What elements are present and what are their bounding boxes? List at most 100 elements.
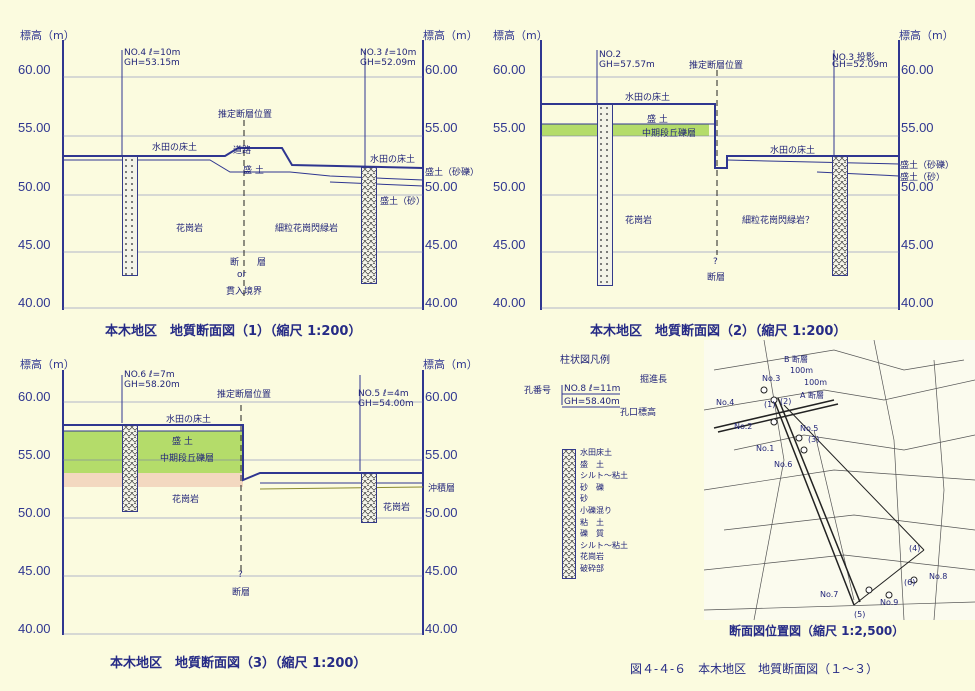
bh-no5-line1: NO.5 ℓ=4m <box>358 389 409 399</box>
location-map: No.3 No.4 No.2 No.1 No.5 No.6 No.7 No.8 … <box>704 340 975 640</box>
figure-caption: 図４-４-６ 本木地区 地質断面図（１～３） <box>630 662 879 676</box>
legend: 柱状図凡例 掘進長 孔番号 NO.8 ℓ=11m GH=58.40m 孔口標高 … <box>520 345 700 595</box>
paddy-left: 水田の床土 <box>152 143 198 153</box>
legend-frame <box>561 385 620 408</box>
legend-hole-no: 孔番号 <box>524 386 552 396</box>
section-2-frame <box>540 40 900 310</box>
tick-40-2: 40.00 <box>493 295 526 310</box>
legend-length: 掘進長 <box>640 375 668 385</box>
granite-left-3: 花崗岩 <box>172 495 200 505</box>
gravel-2: 中期段丘礫層 <box>642 129 697 139</box>
fault-position: 推定断層位置 <box>218 110 273 120</box>
bh-no3p-line2: GH=52.09m <box>832 60 888 70</box>
fault-label: 断 層 <box>230 258 267 268</box>
legend-item: シルト～粘土 <box>580 471 628 481</box>
tick-40-2r: 40.00 <box>901 295 934 310</box>
paddy-right: 水田の床土 <box>370 155 416 165</box>
tick-50-r: 50.00 <box>425 179 458 194</box>
legend-item: 粘 土 <box>580 517 604 527</box>
bh-no3-line1: NO.3 ℓ=10m <box>360 48 417 58</box>
tick-40-r: 40.00 <box>425 295 458 310</box>
tick-40-3: 40.00 <box>18 621 51 636</box>
map-graphic <box>704 340 975 621</box>
fill-sand-2: 盛土（砂） <box>900 173 946 183</box>
legend-collar: 孔口標高 <box>620 408 657 418</box>
borehole-no4 <box>122 156 138 276</box>
tick-50-3r: 50.00 <box>425 505 458 520</box>
borehole-no6 <box>122 425 138 512</box>
borehole-no5 <box>361 473 377 523</box>
granite-right-3: 花崗岩 <box>383 503 411 513</box>
fill-left-2: 盛 土 <box>647 115 668 125</box>
bh-no3p-line1: NO.3 投影 <box>832 53 875 63</box>
map-scale-1: 100m <box>790 366 814 375</box>
legend-item: 砂 <box>580 494 588 504</box>
fill: 盛 土 <box>243 166 264 176</box>
axis-header-right: 標高（m） <box>423 29 478 42</box>
map-no8: No.8 <box>929 572 948 581</box>
section-1-caption: 本木地区 地質断面図（1）（縮尺 1:200） <box>105 324 362 339</box>
fault-3: 断層 <box>232 588 251 598</box>
axis-header-right-3: 標高（m） <box>423 358 478 371</box>
map-no6: No.6 <box>774 460 793 469</box>
map-caption: 断面図位置図（縮尺 1:2,500） <box>729 624 905 638</box>
map-no2: No.2 <box>734 422 753 431</box>
bh-no3-line2: GH=52.09m <box>360 58 416 68</box>
tick-45-r: 45.00 <box>425 237 458 252</box>
legend-column <box>562 449 576 579</box>
fault-position-2: 推定断層位置 <box>689 61 744 71</box>
tick-55: 55.00 <box>18 120 51 135</box>
tick-60-3r: 60.00 <box>425 389 458 404</box>
fill-gravel: 盛土（砂礫） <box>425 168 480 178</box>
map-no5: No.5 <box>800 424 819 433</box>
map-scale-2: 100m <box>804 378 828 387</box>
axis-header-left: 標高（m） <box>20 29 75 42</box>
legend-sample-2: GH=58.40m <box>564 397 620 407</box>
granite: 花崗岩 <box>176 224 204 234</box>
map-fault-a: A 断層 <box>800 391 825 400</box>
legend-item: 盛 土 <box>580 459 604 469</box>
bh-no6-line1: NO.6 ℓ=7m <box>124 370 175 380</box>
tick-55-r: 55.00 <box>425 120 458 135</box>
borehole-no2 <box>597 104 613 286</box>
axis-header-right-2: 標高（m） <box>899 29 954 42</box>
tick-60-2r: 60.00 <box>901 62 934 77</box>
tick-50: 50.00 <box>18 179 51 194</box>
map-no3: No.3 <box>762 374 781 383</box>
bh-no6-line2: GH=58.20m <box>124 380 180 390</box>
fine-granite-2: 細粒花崗閃緑岩？ <box>742 216 815 226</box>
or-label: or <box>237 270 247 280</box>
fault-position-3: 推定断層位置 <box>217 390 272 400</box>
tick-55-3: 55.00 <box>18 447 51 462</box>
tick-55-2r: 55.00 <box>901 120 934 135</box>
borehole-no3 <box>361 167 377 284</box>
legend-title: 柱状図凡例 <box>560 355 610 366</box>
bh-no5-line2: GH=54.00m <box>358 399 414 409</box>
legend-item: 砂 礫 <box>580 482 604 492</box>
fault-2: 断層 <box>707 273 726 283</box>
section-1: 標高（m） 標高（m） 60.00 55.00 50.00 45.00 40.0… <box>0 0 480 345</box>
fill-3: 盛 土 <box>172 437 193 447</box>
section-2: 標高（m） 標高（m） 60.00 55.00 50.00 45.00 40.0… <box>487 0 975 345</box>
map-no9: No.9 <box>880 598 899 607</box>
borehole-no3-proj <box>832 156 848 276</box>
tick-45-3r: 45.00 <box>425 563 458 578</box>
legend-item: 破砕部 <box>580 563 604 573</box>
fill-gravel-2: 盛土（砂礫） <box>900 161 955 171</box>
paddy-3: 水田の床土 <box>166 415 212 425</box>
paddy-left-2: 水田の床土 <box>625 93 671 103</box>
map-mark-2: (2) <box>780 397 792 406</box>
tick-50-2: 50.00 <box>493 179 526 194</box>
tick-60-r: 60.00 <box>425 62 458 77</box>
tick-55-3r: 55.00 <box>425 447 458 462</box>
tick-60: 60.00 <box>18 62 51 77</box>
tick-40: 40.00 <box>18 295 51 310</box>
map-mark-1: (1) <box>764 400 776 409</box>
road: 道路 <box>233 146 252 156</box>
bh-no2-line1: NO.2 <box>599 50 622 60</box>
section-3: 標高（m） 標高（m） 60.00 55.00 50.00 45.00 40.0… <box>0 345 480 675</box>
fill-sand: 盛土（砂） <box>380 197 426 207</box>
axis-header-left-3: 標高（m） <box>20 358 75 371</box>
tick-60-3: 60.00 <box>18 389 51 404</box>
bh-no2-line2: GH=57.57m <box>599 60 655 70</box>
